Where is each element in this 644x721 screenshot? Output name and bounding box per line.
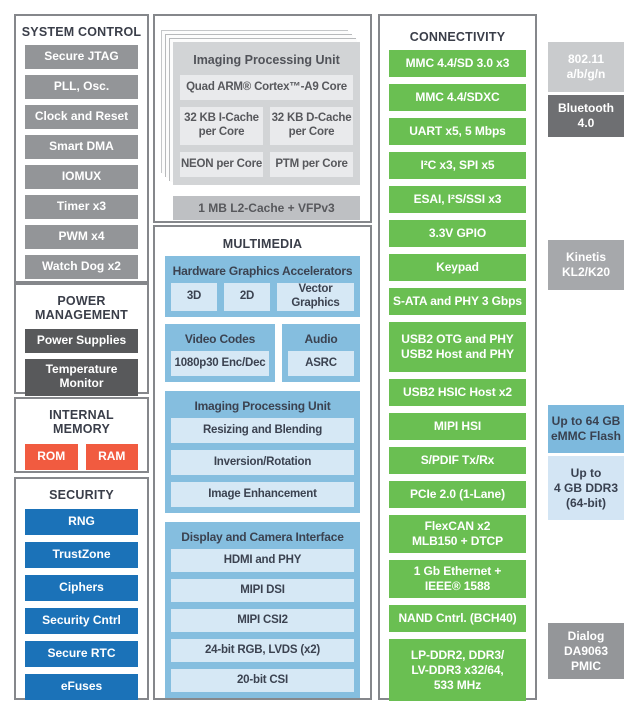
block-dcache: 32 KB D-Cache per Core: [270, 107, 353, 145]
block-rng: RNG: [25, 509, 138, 536]
cpu-stacked-card: Imaging Processing Unit Quad ARM® Cortex…: [173, 42, 360, 185]
block-mipi-csi2: MIPI CSI2: [171, 608, 354, 632]
companion-chips-column: 802.11 a/b/g/n Bluetooth 4.0 Kinetis KL2…: [548, 0, 624, 721]
security-title: SECURITY: [49, 488, 114, 502]
video-audio-row: Video Codes 1080p30 Enc/Dec Audio ASRC: [165, 323, 360, 382]
system-control-list: Secure JTAG PLL, Osc. Clock and Reset Sm…: [16, 39, 147, 280]
imaging-processing-box: Imaging Processing Unit Resizing and Ble…: [165, 390, 360, 513]
chip-bluetooth: Bluetooth 4.0: [548, 95, 624, 137]
block-spdif: S/PDIF Tx/Rx: [389, 447, 526, 475]
block-esai-i2s-ssi: ESAI, I²S/SSI x3: [389, 186, 526, 214]
block-icache: 32 KB I-Cache per Core: [180, 107, 263, 145]
block-pwm: PWM x4: [25, 225, 138, 250]
audio-box: Audio ASRC: [282, 323, 360, 382]
power-management-title: POWER MANAGEMENT: [35, 294, 128, 323]
imaging-processing-list: Resizing and Blending Inversion/Rotation…: [171, 417, 354, 507]
connectivity-list: MMC 4.4/SD 3.0 x3 MMC 4.4/SDXC UART x5, …: [389, 50, 526, 702]
block-mipi-hsi: MIPI HSI: [389, 413, 526, 441]
chip-ddr3: Up to 4 GB DDR3 (64-bit): [548, 456, 624, 520]
block-ram: RAM: [85, 443, 138, 470]
block-power-supplies: Power Supplies: [25, 328, 138, 353]
block-ethernet-ieee1588: 1 Gb Ethernet + IEEE® 1588: [389, 560, 526, 599]
block-24bit-rgb-lvds: 24-bit RGB, LVDS (x2): [171, 638, 354, 662]
block-gpio: 3.3V GPIO: [389, 220, 526, 248]
block-vector-graphics: Vector Graphics: [277, 283, 354, 311]
chip-wifi-802-11: 802.11 a/b/g/n: [548, 42, 624, 92]
video-title: Video Codes: [184, 331, 256, 346]
block-usb2-hsic: USB2 HSIC Host x2: [389, 379, 526, 407]
internal-memory-list: ROM RAM: [16, 437, 147, 470]
security-list: RNG TrustZone Ciphers Security Cntrl Sec…: [16, 502, 147, 701]
display-camera-box: Display and Camera Interface HDMI and PH…: [165, 521, 360, 698]
block-1080p30: 1080p30 Enc/Dec: [171, 350, 269, 376]
block-security-cntrl: Security Cntrl: [25, 608, 138, 635]
block-pll-osc: PLL, Osc.: [25, 75, 138, 100]
block-2d: 2D: [224, 283, 270, 311]
block-keypad: Keypad: [389, 254, 526, 282]
panel-cpu-complex: Imaging Processing Unit Quad ARM® Cortex…: [153, 14, 372, 223]
multimedia-title: MULTIMEDIA: [222, 237, 303, 251]
block-hdmi-phy: HDMI and PHY: [171, 548, 354, 572]
block-asrc: ASRC: [288, 350, 354, 376]
panel-internal-memory: INTERNAL MEMORY ROM RAM: [14, 397, 149, 473]
left-column: SYSTEM CONTROL Secure JTAG PLL, Osc. Clo…: [14, 14, 149, 701]
block-mmc-sd30: MMC 4.4/SD 3.0 x3: [389, 50, 526, 78]
block-usb2-otg-host: USB2 OTG and PHY USB2 Host and PHY: [389, 322, 526, 373]
audio-title: Audio: [304, 331, 338, 346]
cpu-cache-grid: 32 KB I-Cache per Core 32 KB D-Cache per…: [180, 107, 353, 177]
connectivity-title: CONNECTIVITY: [409, 30, 506, 44]
block-nand-cntrl: NAND Cntrl. (BCH40): [389, 605, 526, 633]
block-lpddr2-ddr3: LP-DDR2, DDR3/ LV-DDR3 x32/64, 533 MHz: [389, 639, 526, 702]
block-uart: UART x5, 5 Mbps: [389, 118, 526, 146]
block-ptm: PTM per Core: [270, 152, 353, 177]
block-rom: ROM: [25, 443, 78, 470]
block-efuses: eFuses: [25, 674, 138, 701]
block-quad-cortex-a9: Quad ARM® Cortex™-A9 Core: [180, 75, 353, 100]
block-secure-jtag: Secure JTAG: [25, 45, 138, 70]
block-mipi-dsi: MIPI DSI: [171, 578, 354, 602]
hardware-graphics-box: Hardware Graphics Accelerators 3D 2D Vec…: [165, 256, 360, 317]
block-inversion-rotation: Inversion/Rotation: [171, 449, 354, 475]
block-secure-rtc: Secure RTC: [25, 641, 138, 668]
block-pcie: PCIe 2.0 (1-Lane): [389, 481, 526, 509]
panel-multimedia: MULTIMEDIA Hardware Graphics Accelerator…: [153, 225, 372, 700]
block-l2-cache: 1 MB L2-Cache + VFPv3: [173, 196, 360, 220]
hardware-graphics-title: Hardware Graphics Accelerators: [172, 264, 353, 279]
block-flexcan-mlb: FlexCAN x2 MLB150 + DTCP: [389, 515, 526, 554]
imaging-processing-title: Imaging Processing Unit: [194, 398, 331, 413]
block-3d: 3D: [171, 283, 217, 311]
block-neon: NEON per Core: [180, 152, 263, 177]
block-smart-dma: Smart DMA: [25, 135, 138, 160]
block-image-enhancement: Image Enhancement: [171, 481, 354, 507]
chip-dialog-pmic: Dialog DA9063 PMIC: [548, 623, 624, 679]
block-watchdog: Watch Dog x2: [25, 255, 138, 280]
system-control-title: SYSTEM CONTROL: [21, 25, 142, 39]
block-mmc-sdxc: MMC 4.4/SDXC: [389, 84, 526, 112]
chip-kinetis: Kinetis KL2/K20: [548, 240, 624, 290]
block-clock-reset: Clock and Reset: [25, 105, 138, 130]
block-resizing-blending: Resizing and Blending: [171, 417, 354, 443]
panel-security: SECURITY RNG TrustZone Ciphers Security …: [14, 477, 149, 701]
video-box: Video Codes 1080p30 Enc/Dec: [165, 323, 275, 382]
block-i2c-spi: I²C x3, SPI x5: [389, 152, 526, 180]
middle-column: Imaging Processing Unit Quad ARM® Cortex…: [153, 14, 372, 700]
panel-connectivity: CONNECTIVITY MMC 4.4/SD 3.0 x3 MMC 4.4/S…: [378, 14, 537, 702]
block-trustzone: TrustZone: [25, 542, 138, 569]
block-sata-phy: S-ATA and PHY 3 Gbps: [389, 288, 526, 316]
panel-power-management: POWER MANAGEMENT Power Supplies Temperat…: [14, 283, 149, 396]
internal-memory-title: INTERNAL MEMORY: [49, 408, 114, 437]
cpu-card-title: Imaging Processing Unit: [193, 53, 340, 67]
block-temperature-monitor: Temperature Monitor: [25, 358, 138, 396]
hardware-graphics-list: 3D 2D Vector Graphics: [171, 283, 354, 311]
block-iomux: IOMUX: [25, 165, 138, 190]
chip-emmc-flash: Up to 64 GB eMMC Flash: [548, 405, 624, 453]
power-management-list: Power Supplies Temperature Monitor: [16, 323, 147, 396]
display-camera-list: HDMI and PHY MIPI DSI MIPI CSI2 24-bit R…: [171, 548, 354, 692]
block-20bit-csi: 20-bit CSI: [171, 668, 354, 692]
block-timer: Timer x3: [25, 195, 138, 220]
display-camera-title: Display and Camera Interface: [181, 529, 344, 544]
block-ciphers: Ciphers: [25, 575, 138, 602]
panel-system-control: SYSTEM CONTROL Secure JTAG PLL, Osc. Clo…: [14, 14, 149, 283]
